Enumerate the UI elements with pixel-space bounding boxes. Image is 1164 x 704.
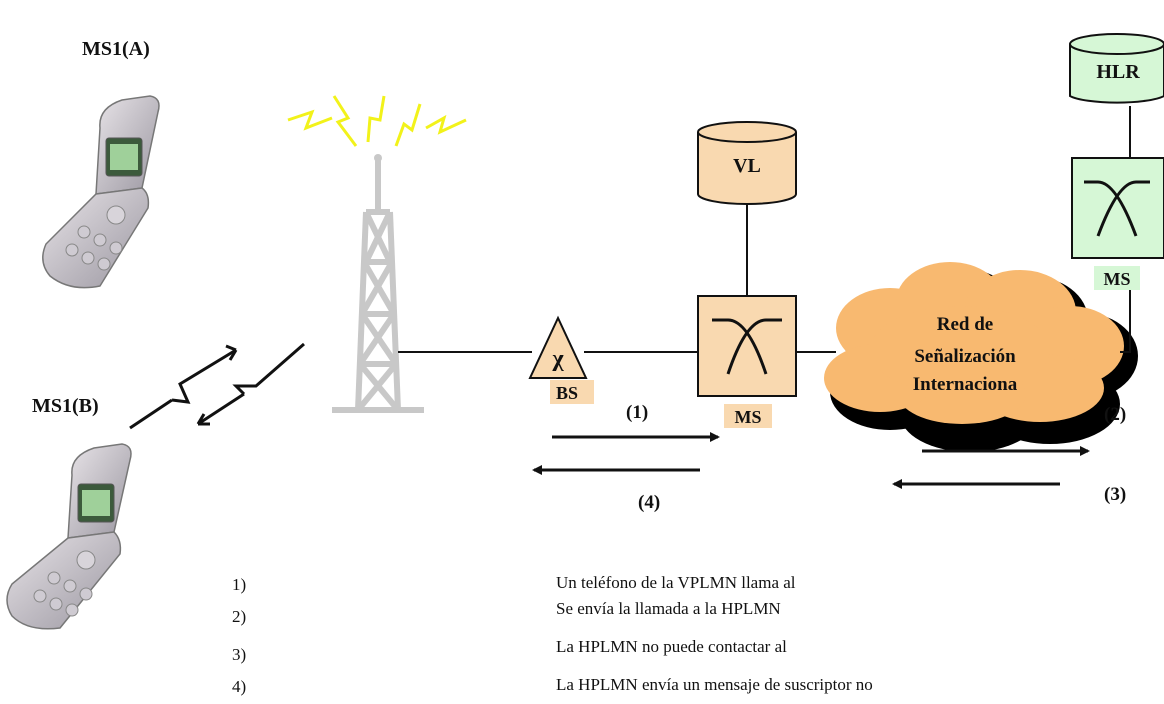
cloud-line-2: Señalización [914, 346, 1016, 367]
antenna-tip [374, 154, 382, 162]
vl-label: VL [733, 155, 761, 177]
step-4-label: (4) [638, 492, 660, 513]
bs-symbol: χ [551, 346, 564, 372]
lightning-icon [287, 95, 467, 147]
hlr-database-icon: HLR [1069, 33, 1164, 104]
visited-ms-label: MS [735, 407, 762, 427]
base-station-node: χ BS [528, 315, 594, 404]
legend-num-1: 1) [232, 575, 246, 594]
link-cloud-home-switch [1120, 290, 1131, 353]
mobile-phone-b-icon [6, 443, 132, 630]
signalling-cloud-icon: Red de Señalización Internaciona [824, 262, 1138, 452]
home-switch-node: MS [1071, 157, 1164, 290]
antenna-tower-icon [332, 160, 424, 413]
cloud-line-3: Internaciona [913, 374, 1018, 395]
legend-num-3: 3) [232, 645, 246, 664]
legend-text-2: Se envía la llamada a la HPLMN [556, 599, 781, 618]
visited-switch-node: MS [697, 295, 797, 428]
step-1-label: (1) [626, 402, 648, 423]
home-ms-label: MS [1104, 269, 1131, 289]
legend-text-3: La HPLMN no puede contactar al [556, 637, 787, 656]
step-3-label: (3) [1104, 484, 1126, 505]
step-2-label: (2) [1104, 404, 1126, 425]
ms-a-label: MS1(A) [82, 38, 150, 60]
legend-num-4: 4) [232, 677, 246, 696]
legend: 1) Un teléfono de la VPLMN llama al 2) S… [232, 573, 873, 696]
legend-text-4: La HPLMN envía un mensaje de suscriptor … [556, 675, 873, 694]
hlr-label: HLR [1096, 61, 1140, 83]
radio-link-icon [129, 342, 305, 430]
legend-text-1: Un teléfono de la VPLMN llama al [556, 573, 796, 592]
bs-label: BS [556, 383, 578, 403]
vl-database-icon: VL [697, 121, 797, 205]
cloud-line-1: Red de [937, 314, 993, 335]
legend-num-2: 2) [232, 607, 246, 626]
ms-b-label: MS1(B) [32, 395, 99, 417]
mobile-phone-a-icon [42, 95, 160, 289]
